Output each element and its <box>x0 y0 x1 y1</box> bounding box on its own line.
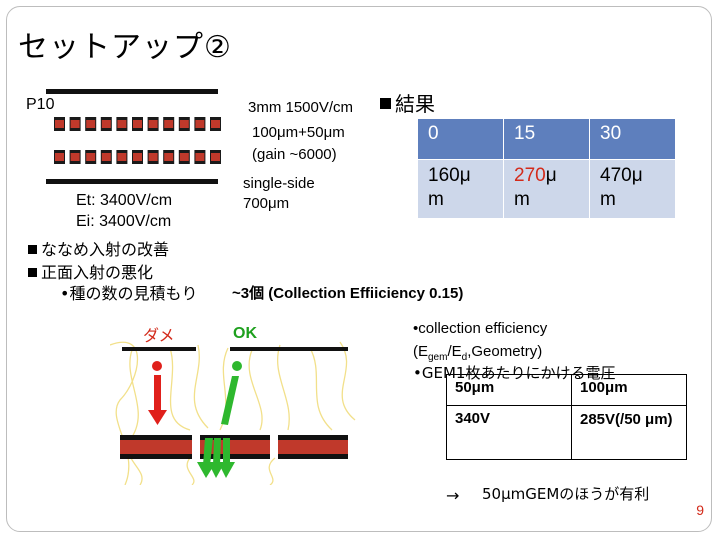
table-row: 50μm 100μm <box>446 374 687 406</box>
ok-arrows <box>197 361 242 478</box>
gem-spec-line4: single-side <box>243 175 315 192</box>
value-unit-m: m <box>514 189 530 210</box>
gem-hole-fill <box>86 153 96 161</box>
voltage-table: 50μm 100μm 340V 285V(/50 μm) <box>446 374 687 460</box>
et-field: Et: 3400V/cm <box>76 192 173 209</box>
bullet-oblique: ななめ入射の改善 <box>28 236 169 260</box>
value-unit-m: m <box>600 189 616 210</box>
bottom-electrode <box>46 179 218 184</box>
gem-row-2 <box>54 150 221 164</box>
bullet-oblique-text: ななめ入射の改善 <box>41 240 170 259</box>
result-heading-text: 結果 <box>395 92 435 116</box>
value-number: 160 <box>428 165 460 186</box>
subscript-d: d <box>461 352 468 363</box>
bullet-frontal-text: 正面入射の悪化 <box>41 263 154 282</box>
gem-spec-line5: 700μm <box>243 195 290 212</box>
conclusion-text: 50μmGEMのほうが有利 <box>482 485 650 503</box>
bad-label: ダメ <box>143 326 175 345</box>
gem-spec-line2: 100μm+50μm <box>252 124 345 141</box>
text-part: (E <box>413 343 428 360</box>
collection-line1-text: collection efficiency <box>418 320 548 337</box>
gem-hole-fill <box>211 120 220 128</box>
value-unit-m: m <box>428 189 444 210</box>
top-electrode <box>46 89 218 94</box>
table-header-cell: 100μm <box>571 374 687 406</box>
table-header-cell: 15 <box>503 118 590 160</box>
gem-spec-line1: 3mm 1500V/cm <box>248 99 354 116</box>
p10-label: P10 <box>26 96 55 113</box>
table-row: 340V 285V(/50 μm) <box>446 405 687 460</box>
table-header-cell: 50μm <box>446 374 572 406</box>
gem-hole-fill <box>86 120 96 128</box>
ok-label: OK <box>233 325 257 342</box>
page-number: 9 <box>696 502 704 518</box>
gem-hole-fill <box>70 120 80 128</box>
gem-hole-fill <box>101 120 111 128</box>
table-header-cell: 0 <box>417 118 504 160</box>
value-number: 470 <box>600 165 632 186</box>
value-number-highlight: 270 <box>514 165 546 186</box>
bullet-square <box>380 98 391 109</box>
gem-hole-fill <box>133 120 142 128</box>
value-unit-mu: μ <box>545 165 557 186</box>
bullet-dot: • <box>413 364 422 382</box>
result-heading: 結果 <box>380 88 435 117</box>
gem-hole-fill <box>179 120 189 128</box>
left-gem-plate <box>120 435 192 459</box>
gem-hole-fill <box>148 153 158 161</box>
value-unit-mu: μ <box>459 165 471 186</box>
gem-hole-fill <box>164 153 174 161</box>
gem-hole-fill <box>195 153 205 161</box>
gem-row-1 <box>54 117 221 131</box>
bullet-frontal: 正面入射の悪化 <box>28 259 153 283</box>
bullet-seed-estimate: •種の数の見積もり <box>60 280 197 304</box>
gem-hole-fill <box>55 120 64 128</box>
right-top-electrode <box>230 347 348 351</box>
left-top-electrode <box>122 347 196 351</box>
gem-hole-fill <box>117 120 127 128</box>
ei-field: Ei: 3400V/cm <box>76 213 172 230</box>
gem-hole-fill <box>195 120 205 128</box>
subscript-gem: gem <box>428 352 448 363</box>
collection-line1: •collection efficiency <box>413 320 547 337</box>
gem-stack-diagram <box>46 89 221 184</box>
right-gem-plate <box>278 435 348 459</box>
gem-hole-fill <box>148 120 158 128</box>
gem-hole-fill <box>101 153 111 161</box>
seed-estimate-label: 種の数の見積もり <box>69 284 198 303</box>
slide-frame <box>6 6 712 532</box>
text-part: /E <box>447 343 462 360</box>
gem-hole-fill <box>211 153 220 161</box>
conclusion-arrow: → <box>446 486 460 505</box>
bullet-dot: • <box>413 320 419 337</box>
table-row: 0 15 30 <box>417 118 676 160</box>
gem-spec-line3: (gain ~6000) <box>252 146 337 163</box>
gem-hole-fill <box>70 153 80 161</box>
gem-hole-fill <box>133 153 142 161</box>
seed-estimate-value: ~3個 (Collection Effiiciency 0.15) <box>232 285 464 302</box>
text-part: ,Geometry) <box>467 343 543 360</box>
collection-line2: (Egem/Ed,Geometry) <box>413 343 542 363</box>
incidence-diagram <box>110 341 356 485</box>
slide-title: セットアップ② <box>18 30 232 65</box>
gem-hole-fill <box>164 120 174 128</box>
value-unit-mu: μ <box>631 165 643 186</box>
bullet-dot: • <box>60 284 70 303</box>
table-cell: 340V <box>446 405 572 460</box>
gem-hole-fill <box>117 153 127 161</box>
bullet-square <box>28 245 37 254</box>
bad-arrow <box>148 361 167 425</box>
gem-hole-fill <box>179 153 189 161</box>
bullet-square <box>28 268 37 277</box>
table-header-cell: 30 <box>589 118 676 160</box>
gem-hole-fill <box>55 153 64 161</box>
table-cell: 285V(/50 μm) <box>571 405 687 460</box>
